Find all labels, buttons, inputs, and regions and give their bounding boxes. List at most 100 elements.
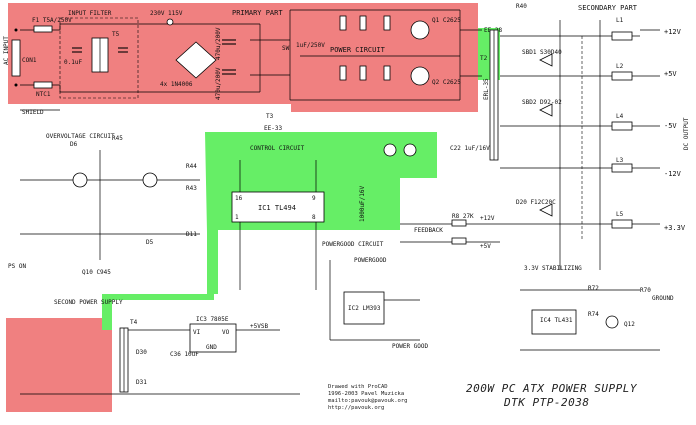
- l2-label: L2: [616, 63, 624, 70]
- l4-label: L4: [616, 113, 624, 120]
- output-inductors: L1 L2 L3 L4 L5: [611, 17, 633, 229]
- t5-label: T5: [112, 31, 120, 38]
- ic2-label: IC2 LM393: [348, 305, 381, 312]
- t2-label: T2: [480, 55, 488, 62]
- q1-label: Q1 C2625: [432, 17, 461, 24]
- c2-label: 470u/200V: [215, 67, 222, 100]
- dc-output-label: DC OUTPUT: [683, 117, 690, 150]
- primary-wiring: [20, 9, 482, 111]
- ic2-chip: [343, 291, 385, 325]
- stabilizing-circuit: 3.3V STABILIZING IC4 TL431 Q12 R72 R74 R…: [520, 265, 660, 351]
- ic3-vi: VI: [193, 329, 201, 336]
- ic1-chip: [231, 191, 325, 223]
- r43-label: R43: [186, 185, 197, 192]
- secondary-wiring: [500, 20, 660, 270]
- r44-label: R44: [186, 163, 197, 170]
- d6-label: D6: [70, 141, 78, 148]
- control-circuit: CONTROL CIRCUIT IC1 TL494 16 9 1 8 C22 1…: [231, 143, 490, 290]
- primary-part-region: [8, 3, 478, 112]
- t4-label: T4: [130, 319, 138, 326]
- r45-label: R45: [112, 135, 123, 142]
- ic1-label: IC1 TL494: [258, 204, 296, 212]
- power-circuit-label: POWER CIRCUIT: [330, 46, 386, 54]
- r8-label: R8 27K: [452, 213, 474, 220]
- second-supply-region: [6, 318, 112, 412]
- control-feed-region: [102, 228, 218, 330]
- control-label: CONTROL CIRCUIT: [250, 145, 305, 152]
- ic3-gnd: GND: [206, 344, 217, 351]
- title-block: 200W PC ATX POWER SUPPLY DTK PTP-2038: [466, 382, 638, 409]
- out-plus33v: +3.3V: [664, 224, 686, 232]
- c22-label: C22 1uF/16V: [450, 145, 490, 152]
- erl35-label: ERL-35: [483, 78, 490, 100]
- title-line2: DTK PTP-2038: [503, 396, 589, 409]
- feedback-network: FEEDBACK R8 27K +12V +5V: [400, 213, 500, 250]
- credits-line2: 1996-2003 Pavel Muzicka: [328, 391, 404, 397]
- sbd1-label: SBD1 S30D40: [522, 49, 562, 56]
- bridge-label: 4x 1N4006: [160, 81, 193, 88]
- overvoltage-circuit: OVERVOLTAGE CIRCUIT PS ON R44 R43 R45 Q1…: [8, 133, 200, 276]
- ic1-pin1: 1: [235, 214, 239, 221]
- c1-label: 470u/200V: [215, 27, 222, 60]
- d20-label: D20 F12C20C: [516, 199, 556, 206]
- out-minus12v: -12V: [664, 170, 682, 178]
- con1-label: CON1: [22, 57, 37, 64]
- secondary-rectifiers: SBD1 S30D40 SBD2 D92-02 D20 F12C20C R40: [516, 3, 562, 217]
- out-minus5v: -5V: [664, 122, 677, 130]
- ic4-chip: [531, 309, 577, 335]
- ic4-label: IC4 TL431: [540, 317, 573, 324]
- ic3-vo: VO: [222, 329, 230, 336]
- c37-label: 1000uF/16V: [359, 185, 366, 222]
- voltage-selector-label: 230V 115V: [150, 10, 183, 17]
- fuse-and-ntc: F1 T5A/250V NTC1: [32, 17, 72, 98]
- ic3-chip: [189, 323, 237, 353]
- input-filter-label: INPUT FILTER: [68, 10, 112, 17]
- stabilizing-label: 3.3V STABILIZING: [524, 265, 582, 272]
- c7-label: 1uF/250V: [296, 42, 325, 49]
- out-plus5v: +5V: [664, 70, 677, 78]
- secondary-part-label: SECONDARY PART: [578, 4, 638, 12]
- d5-label: D5: [146, 239, 154, 246]
- credits-block: Drawed with ProCAD 1996-2003 Pavel Muzic…: [328, 384, 407, 411]
- powergood-label: POWERGOOD: [354, 257, 387, 264]
- c36-label: C36 10uF: [170, 351, 199, 358]
- l3-label: L3: [616, 157, 624, 164]
- q12-label: Q12: [624, 321, 635, 328]
- shield-label: SHIELD: [22, 109, 44, 116]
- credits-line3: mailto:pavouk@pavouk.org: [328, 398, 407, 404]
- ac-input-label: AC INPUT: [3, 36, 10, 65]
- r72-label: R72: [588, 285, 599, 292]
- fuse-label: F1 T5A/250V: [32, 17, 72, 24]
- r40-label: R40: [516, 3, 527, 10]
- ic1-pin8: 8: [312, 214, 316, 221]
- l1-label: L1: [616, 17, 624, 24]
- bridge-rectifier: 230V 115V 4x 1N4006: [150, 10, 217, 88]
- q2-label: Q2 C2625: [432, 79, 461, 86]
- feedback-12v: +12V: [480, 215, 495, 222]
- main-transformer: T2 ERL-35: [480, 29, 499, 161]
- out-powergood: POWER GOOD: [392, 343, 429, 350]
- title-line1: 200W PC ATX POWER SUPPLY: [466, 382, 638, 395]
- feedback-label: FEEDBACK: [414, 227, 443, 234]
- ac-input-connector: AC INPUT CON1 SHIELD: [3, 28, 44, 116]
- dc-output-labels: +12V +5V -5V -12V +3.3V DC OUTPUT GROUND: [652, 28, 690, 302]
- primary-part-label: PRIMARY PART: [232, 9, 283, 17]
- r74-label: R74: [588, 311, 599, 318]
- ic3-label: IC3 7805E: [196, 316, 229, 323]
- q10-label: Q10 C945: [82, 269, 111, 276]
- feedback-5v: +5V: [480, 243, 491, 250]
- out-pson: PS ON: [8, 263, 26, 270]
- out-5vsb: +5VSB: [250, 323, 268, 330]
- d31-label: D31: [136, 379, 147, 386]
- ee33-label: EE-33: [264, 125, 282, 132]
- ic1-pin9: 9: [312, 195, 316, 202]
- primary-capacitors: 470u/200V 470u/200V: [215, 27, 236, 100]
- sw-label: SW: [282, 45, 290, 52]
- out-plus12v: +12V: [664, 28, 682, 36]
- credits-line4: http://pavouk.org: [328, 405, 384, 411]
- second-supply-label: SECOND POWER SUPPLY: [54, 299, 123, 306]
- l5-label: L5: [616, 211, 624, 218]
- powergood-circuit-label: POWERGOOD CIRCUIT: [322, 241, 384, 248]
- overvoltage-label: OVERVOLTAGE CIRCUIT: [46, 133, 115, 140]
